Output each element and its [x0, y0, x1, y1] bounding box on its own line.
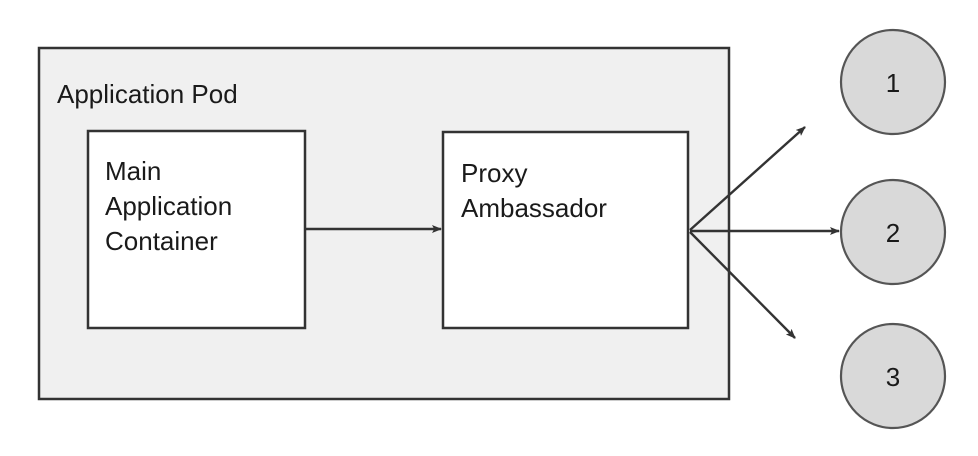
service-node-3-group: 3	[839, 322, 947, 430]
service-node-1-label: 1	[886, 68, 900, 98]
application-pod-label: Application Pod	[57, 79, 238, 109]
proxy-ambassador-label-line-1: Proxy	[461, 158, 527, 188]
main-application-container-label-line-3: Container	[105, 226, 218, 256]
service-node-3-label: 3	[886, 362, 900, 392]
main-application-container-box	[86, 129, 307, 330]
service-node-1-group: 1	[839, 28, 947, 136]
proxy-ambassador-box	[441, 130, 690, 330]
connector-proxy-to-service-3-arrow	[689, 231, 796, 339]
service-node-2-label: 2	[886, 218, 900, 248]
main-application-container-label-line-2: Application	[105, 191, 232, 221]
main-application-container-group: Main Application Container	[86, 129, 307, 330]
main-application-container-label-line-1: Main	[105, 156, 161, 186]
service-node-2-circle	[839, 178, 947, 286]
proxy-ambassador-label-line-2: Ambassador	[461, 193, 607, 223]
proxy-ambassador-group: Proxy Ambassador	[441, 130, 690, 330]
service-node-3-circle	[839, 322, 947, 430]
connector-proxy-to-service-1-arrow	[689, 126, 806, 231]
service-node-1-circle	[839, 28, 947, 136]
service-node-2-group: 2	[839, 178, 947, 286]
